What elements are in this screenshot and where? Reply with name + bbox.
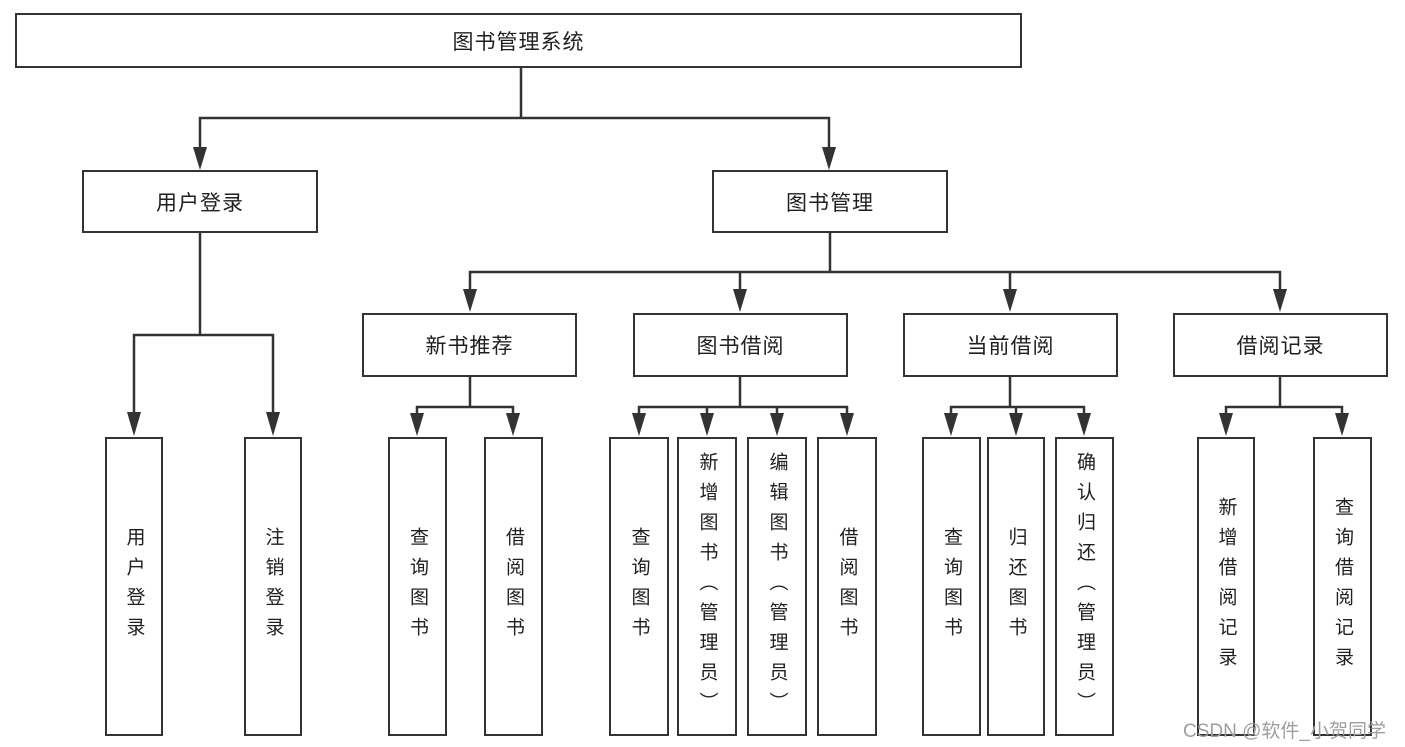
node-query-books-borrowing-label: 查询图书 <box>628 526 650 647</box>
arrowhead-query-books-2 <box>632 413 646 436</box>
node-query-books-borrowing: 查询图书 <box>609 437 669 736</box>
arrowhead-book-mgmt <box>822 147 836 170</box>
node-query-borrow-record: 查询借阅记录 <box>1313 437 1372 736</box>
arrowhead-return-books <box>1009 413 1023 436</box>
node-add-book-admin: 新增图书（管理员） <box>677 437 737 736</box>
node-book-borrowing-label: 图书借阅 <box>696 335 785 358</box>
node-current-borrowing-label: 当前借阅 <box>966 335 1055 358</box>
node-edit-book-admin-label: 编辑图书（管理员） <box>766 451 788 722</box>
node-add-book-admin-label: 新增图书（管理员） <box>696 451 718 722</box>
arrowhead-login <box>127 412 141 436</box>
arrowhead-add-book <box>700 413 714 436</box>
arrowhead-current-borrow <box>1003 289 1017 312</box>
node-login: 用户登录 <box>105 437 163 736</box>
node-new-book-recommend: 新书推荐 <box>362 313 577 377</box>
node-return-books: 归还图书 <box>987 437 1045 736</box>
node-borrow-books-recommend-label: 借阅图书 <box>503 526 524 647</box>
node-borrow-books-recommend: 借阅图书 <box>484 437 543 736</box>
node-new-book-recommend-label: 新书推荐 <box>425 335 514 358</box>
arrowhead-query-books-3 <box>944 413 958 436</box>
arrowhead-edit-book <box>770 413 784 436</box>
arrowhead-new-book <box>463 289 477 312</box>
arrowhead-query-record <box>1335 413 1349 436</box>
node-root-label: 图书管理系统 <box>452 30 585 54</box>
node-borrowing-records-label: 借阅记录 <box>1236 335 1325 358</box>
node-user-login-label: 用户登录 <box>156 191 244 215</box>
node-book-borrowing: 图书借阅 <box>633 313 848 377</box>
node-add-borrow-record: 新增借阅记录 <box>1197 437 1255 736</box>
node-borrow-books-borrowing: 借阅图书 <box>817 437 877 736</box>
arrowhead-add-record <box>1219 413 1233 436</box>
node-current-borrowing: 当前借阅 <box>903 313 1118 377</box>
node-borrow-books-borrowing-label: 借阅图书 <box>836 526 858 647</box>
node-edit-book-admin: 编辑图书（管理员） <box>747 437 807 736</box>
arrowhead-logout <box>266 412 280 436</box>
node-query-books-current: 查询图书 <box>922 437 981 736</box>
node-login-label: 用户登录 <box>123 526 145 647</box>
node-book-management: 图书管理 <box>712 170 948 233</box>
node-query-books-recommend-label: 查询图书 <box>407 526 428 647</box>
arrowhead-query-books-1 <box>410 413 424 436</box>
node-logout: 注销登录 <box>244 437 302 736</box>
arrowhead-borrow-records <box>1273 289 1287 312</box>
node-logout-label: 注销登录 <box>262 526 284 647</box>
node-root: 图书管理系统 <box>15 13 1022 68</box>
node-query-books-current-label: 查询图书 <box>941 526 962 647</box>
arrowhead-book-borrow <box>733 289 747 312</box>
node-user-login: 用户登录 <box>82 170 318 233</box>
csdn-watermark: CSDN @软件_小贺同学 <box>1183 721 1386 742</box>
arrowhead-confirm-return <box>1077 413 1091 436</box>
arrowhead-borrow-books-2 <box>840 413 854 436</box>
node-borrowing-records: 借阅记录 <box>1173 313 1388 377</box>
node-query-borrow-record-label: 查询借阅记录 <box>1332 496 1353 677</box>
arrowhead-borrow-books-1 <box>506 413 520 436</box>
node-book-management-label: 图书管理 <box>786 191 874 215</box>
node-add-borrow-record-label: 新增借阅记录 <box>1215 496 1237 677</box>
node-return-books-label: 归还图书 <box>1005 526 1027 647</box>
node-query-books-recommend: 查询图书 <box>388 437 447 736</box>
node-confirm-return-admin: 确认归还（管理员） <box>1055 437 1114 736</box>
node-confirm-return-admin-label: 确认归还（管理员） <box>1074 451 1095 722</box>
arrowhead-user-login <box>193 147 207 170</box>
